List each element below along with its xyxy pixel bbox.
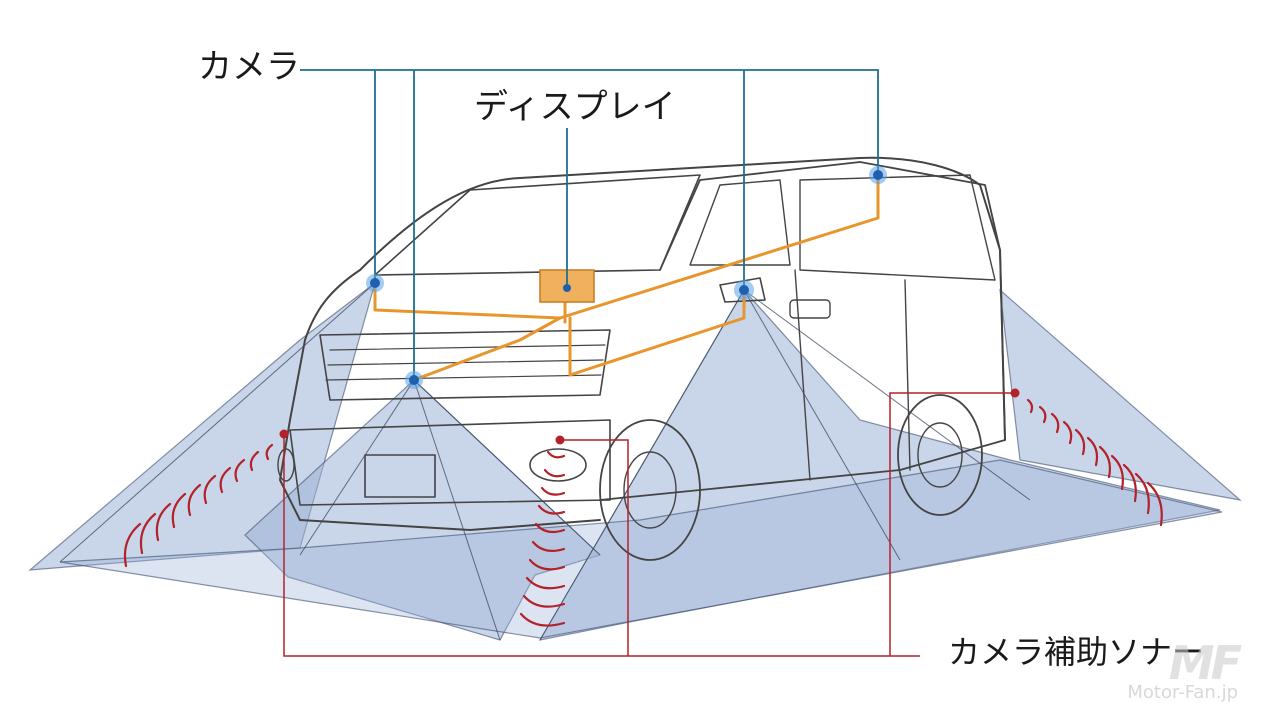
logo-mark-icon: MF: [1168, 636, 1242, 690]
car-bumper: [289, 419, 611, 506]
camera-label: カメラ: [198, 47, 300, 87]
rear-side-window: [799, 174, 996, 281]
car-roof: [359, 156, 1006, 441]
sonar-leader-lines: [283, 392, 1015, 657]
display-label: ディスプレイ: [474, 87, 676, 127]
sonar-dot-icon: [279, 429, 289, 439]
car-side: [599, 161, 1006, 501]
car-windshield: [374, 174, 701, 276]
ground-plane: [59, 459, 1223, 639]
camera-dots: [366, 166, 887, 389]
sonar-dots: [279, 388, 1020, 445]
front-side-window: [689, 179, 791, 266]
license-plate: [364, 454, 436, 498]
front-wheel: [599, 419, 701, 561]
side-mirror: [719, 277, 766, 303]
sonar-label: カメラ補助ソナー: [948, 633, 1205, 671]
rear-wheel: [897, 394, 983, 516]
motor-fan-logo: MF Motor-Fan.jp: [1127, 636, 1242, 703]
rear-coverage-zone: [999, 288, 1243, 501]
fog-light: [529, 448, 587, 482]
car-outline: [277, 156, 1006, 561]
watermark-site: Motor-Fan.jp: [1127, 682, 1238, 703]
wiring: [373, 173, 880, 382]
sonar-waves: [123, 398, 1163, 627]
camera-leader-lines: [300, 69, 879, 380]
sonar-dot-icon: [1010, 388, 1020, 398]
coverage-zones: [28, 281, 1243, 641]
sonar-dot-icon: [555, 435, 565, 445]
car-grille: [319, 329, 611, 401]
